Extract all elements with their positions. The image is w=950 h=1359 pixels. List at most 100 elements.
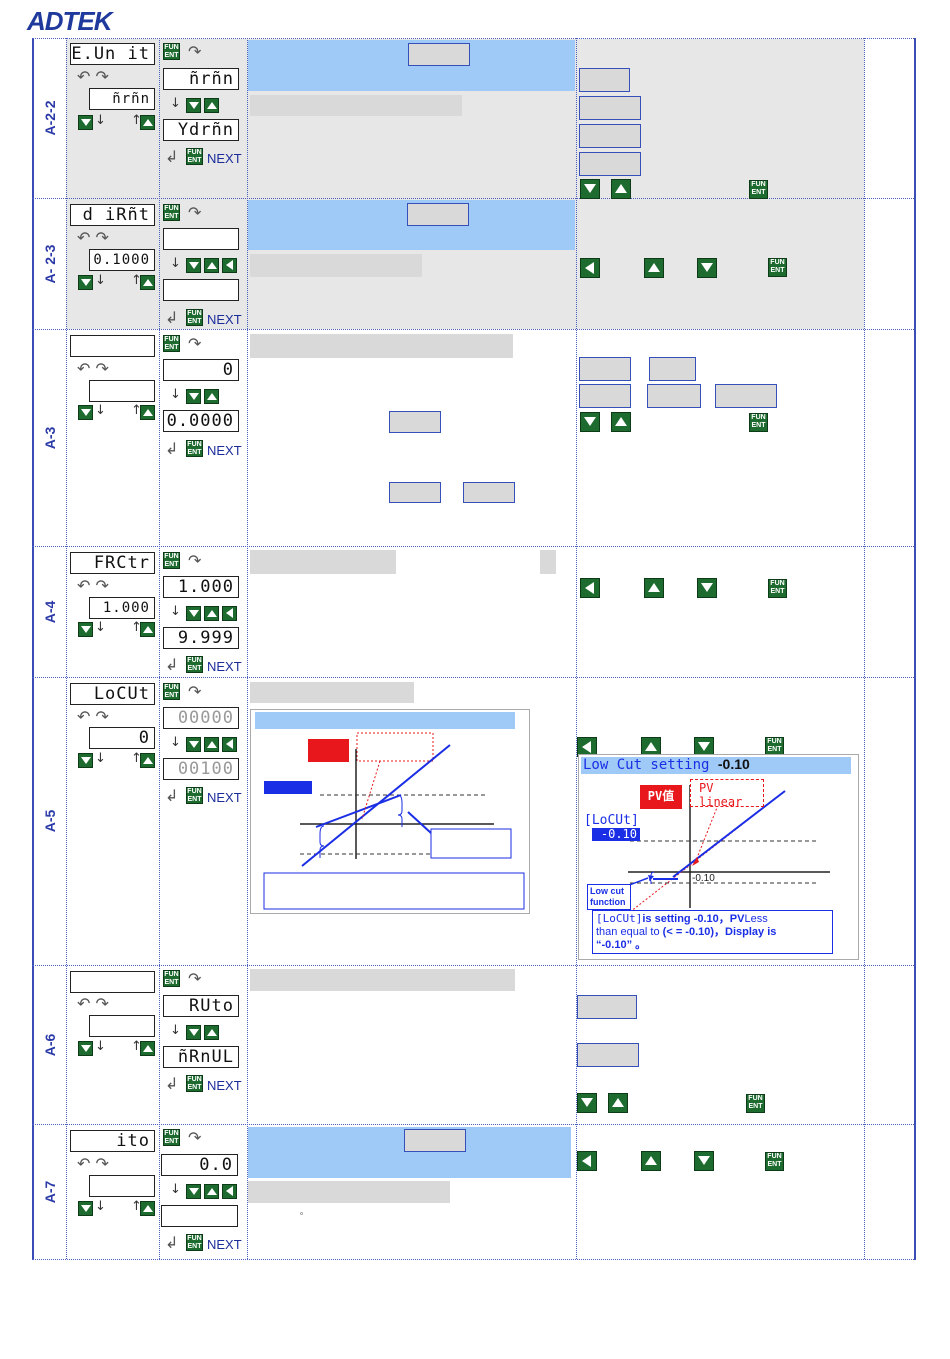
down-key-icon[interactable]: [186, 606, 201, 621]
down-arrow-icon: ↓: [95, 273, 106, 288]
col-divider: [159, 38, 160, 1259]
down-key-icon[interactable]: [78, 1041, 93, 1056]
left-key-icon[interactable]: [577, 1151, 597, 1171]
up-key-icon[interactable]: [611, 412, 631, 432]
up-arrow-icon: ↑: [131, 403, 142, 418]
up-key-icon[interactable]: [204, 258, 219, 273]
left-key-icon[interactable]: [222, 258, 237, 273]
up-key-icon[interactable]: [204, 606, 219, 621]
placeholder-box: [389, 411, 441, 433]
up-key-icon[interactable]: [140, 622, 155, 637]
left-key-icon[interactable]: [580, 578, 600, 598]
up-key-icon[interactable]: [204, 1184, 219, 1199]
down-key-icon[interactable]: [186, 737, 201, 752]
placeholder-box: [715, 384, 777, 408]
up-key-icon[interactable]: [140, 1201, 155, 1216]
up-key-icon[interactable]: [608, 1093, 628, 1113]
cycle-arrows-icon: ↶ ↷: [77, 576, 109, 595]
down-key-icon[interactable]: [697, 258, 717, 278]
down-arrow-icon: ↓: [170, 256, 181, 271]
option-display: RUto: [163, 995, 239, 1017]
left-key-icon[interactable]: [580, 258, 600, 278]
down-key-icon[interactable]: [694, 1151, 714, 1171]
option-display: ñrñn: [163, 68, 239, 90]
option-display: 0: [163, 359, 239, 381]
down-key-icon[interactable]: [78, 405, 93, 420]
up-key-icon[interactable]: [644, 258, 664, 278]
up-key-icon[interactable]: [204, 389, 219, 404]
grey-bar: [250, 334, 513, 358]
low-cut-function-label: Low cut function: [587, 884, 631, 910]
down-key-icon[interactable]: [78, 622, 93, 637]
down-key-icon[interactable]: [580, 412, 600, 432]
up-key-icon[interactable]: [140, 1041, 155, 1056]
up-key-icon[interactable]: [204, 1025, 219, 1040]
display-code: FRCtr: [70, 552, 155, 574]
down-key-icon[interactable]: [78, 115, 93, 130]
down-key-icon[interactable]: [78, 753, 93, 768]
up-arrow-icon: ↑: [131, 113, 142, 128]
return-arrow-icon: ↲: [165, 308, 179, 327]
down-key-icon[interactable]: [186, 258, 201, 273]
placeholder-box: [579, 357, 631, 381]
note-less: Less: [744, 913, 768, 925]
up-key-icon[interactable]: [204, 737, 219, 752]
up-key-icon[interactable]: [644, 578, 664, 598]
down-key-icon[interactable]: [78, 1201, 93, 1216]
next-label: NEXT: [207, 312, 242, 327]
col-divider: [576, 38, 577, 1259]
left-key-icon[interactable]: [222, 606, 237, 621]
down-key-icon[interactable]: [78, 275, 93, 290]
up-key-icon[interactable]: [641, 1151, 661, 1171]
down-key-icon[interactable]: [186, 389, 201, 404]
down-key-icon[interactable]: [697, 578, 717, 598]
down-key-icon[interactable]: [186, 1184, 201, 1199]
up-arrow-icon: ↑: [131, 1039, 142, 1054]
up-key-icon[interactable]: [140, 753, 155, 768]
col-divider: [864, 38, 865, 1259]
pv-linear-tag: PV linear: [690, 779, 764, 809]
small-dot: 。: [300, 1207, 308, 1216]
up-key-icon[interactable]: [204, 98, 219, 113]
option-display: Ydrñn: [163, 119, 239, 141]
row-divider: [32, 329, 916, 330]
down-arrow-icon: ↓: [95, 403, 106, 418]
left-key-icon[interactable]: [222, 1184, 237, 1199]
down-key-icon[interactable]: [186, 98, 201, 113]
up-key-icon[interactable]: [140, 115, 155, 130]
up-key-icon[interactable]: [611, 179, 631, 199]
diagram-title-bar: [581, 757, 851, 774]
param-label: [LoCUt]: [584, 813, 639, 828]
up-key-icon[interactable]: [140, 405, 155, 420]
section-label: A- 2-3: [42, 244, 58, 283]
down-key-icon[interactable]: [577, 1093, 597, 1113]
down-arrow-icon: ↓: [170, 387, 181, 402]
section-label: A-6: [42, 1033, 58, 1056]
left-key-icon[interactable]: [222, 737, 237, 752]
down-key-icon[interactable]: [186, 1025, 201, 1040]
up-key-icon[interactable]: [140, 275, 155, 290]
display-sub: [89, 1175, 155, 1197]
down-key-icon[interactable]: [580, 179, 600, 199]
